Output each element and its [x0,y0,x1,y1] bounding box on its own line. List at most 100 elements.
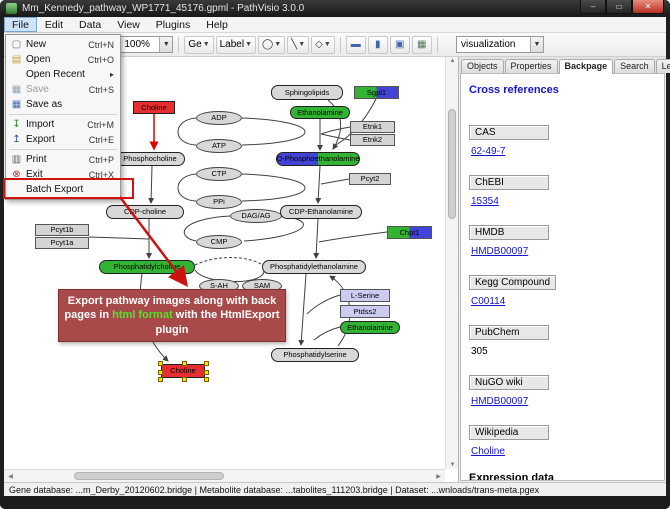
exit-icon: ⊗ [12,169,21,180]
xref-link[interactable]: 15354 [471,196,499,207]
visualization-select[interactable]: visualization ▼ [456,36,544,53]
pathway-node-phosphatidylcholine[interactable]: Phosphatidylcholine [99,260,195,274]
maximize-button[interactable]: ▭ [606,0,632,14]
menu-view[interactable]: View [117,18,140,31]
minimize-button[interactable]: – [580,0,606,14]
xref-header-cas: CAS [469,125,549,140]
menu-data[interactable]: Data [79,18,102,31]
tab-legend[interactable]: Legend [655,59,670,73]
zoom-select[interactable]: 100%▼ [119,36,174,53]
vertical-scroll-thumb[interactable] [448,109,456,219]
pathway-node-etnk1[interactable]: Etnk1 [350,121,395,133]
xref-link[interactable]: Choline [471,446,505,457]
vertical-scrollbar[interactable]: ▲ ▼ [445,57,458,469]
pathway-node-l-serine[interactable]: L-Serine [340,289,390,302]
pathway-node-phosphatidylserine[interactable]: Phosphatidylserine [271,348,359,362]
menu-item-label: Open Recent [26,69,85,80]
toolbar-separator [436,36,438,53]
stack-button[interactable]: ▣ [389,35,410,54]
zoom-value: 100% [124,39,150,50]
scroll-right-icon[interactable]: ▶ [436,474,441,480]
line-tool-button[interactable]: ╲▼ [287,35,310,54]
menu-file[interactable]: File [4,17,37,32]
pathway-node-o-phosphoethanolamine[interactable]: O-Phosphoethanolamine [276,152,360,166]
selection-handle[interactable] [204,370,209,375]
pathway-node-cmp[interactable]: CMP [196,235,242,249]
selection-handle[interactable] [182,361,187,366]
close-button[interactable]: ✕ [632,0,664,14]
pathway-node-ethanolamine-bottom[interactable]: Ethanolamine [340,321,400,334]
menu-item-label: Import [26,119,55,130]
pathway-node-chpt1[interactable]: Chpt1 [387,226,432,239]
pathway-node-cdp-ethanolamine[interactable]: CDP-Ethanolamine [280,205,362,219]
menu-item-shortcut: Ctrl+X [88,169,114,180]
selection-handle[interactable] [158,377,163,382]
pathway-node-atp[interactable]: ATP [196,139,242,153]
xref-link[interactable]: HMDB00097 [471,246,529,257]
menu-plugins[interactable]: Plugins [155,18,191,31]
selection-handle[interactable] [204,377,209,382]
file-menu-item-open-recent[interactable]: Open Recent▸ [6,67,120,82]
scroll-up-icon[interactable]: ▲ [449,58,456,64]
pathway-node-pcyt1b[interactable]: Pcyt1b [35,224,89,236]
horizontal-scrollbar[interactable]: ◀ ▶ [4,469,445,482]
horizontal-scroll-thumb[interactable] [74,472,224,480]
selection-handle[interactable] [204,361,209,366]
pathway-node-adp[interactable]: ADP [196,111,242,125]
selection-handle[interactable] [182,377,187,382]
xref-link[interactable]: HMDB00097 [471,396,529,407]
menu-item-shortcut: Ctrl+S [88,84,114,95]
file-menu-item-batch-export[interactable]: Batch Export [6,182,120,197]
tab-properties[interactable]: Properties [504,59,558,73]
label-tool-icon: Label [219,39,245,50]
pathway-node-cdp-choline[interactable]: CDP-choline [106,205,184,219]
pathway-node-etnk2[interactable]: Etnk2 [350,134,395,146]
pathway-node-choline-bottom[interactable]: Choline [161,364,205,378]
pathway-node-phosphocholine[interactable]: Phosphocholine [115,152,185,166]
align-vertical-button[interactable]: ▮ [367,35,388,54]
pathway-node-sgpl1[interactable]: Sgpl1 [354,86,399,99]
scroll-down-icon[interactable]: ▼ [449,462,456,468]
pathway-node-ppi[interactable]: PPi [196,195,242,209]
export-icon: ↥ [12,134,21,145]
menu-help[interactable]: Help [206,18,228,31]
selection-handle[interactable] [158,370,163,375]
data-table-button[interactable]: ▦ [411,35,432,54]
scroll-left-icon[interactable]: ◀ [8,474,13,480]
pathway-node-ctp[interactable]: CTP [196,167,242,181]
chevron-down-icon: ▼ [274,41,282,48]
pathway-node-dag[interactable]: DAG/AG [230,209,282,223]
pathway-node-pcyt2[interactable]: Pcyt2 [349,173,391,185]
xref-link[interactable]: 62-49-7 [471,146,506,157]
chevron-down-icon: ▼ [298,41,306,48]
new-icon: ▢ [11,39,22,50]
align-horizontal-button[interactable]: ▬ [345,35,366,54]
gene-product-tool-button[interactable]: Ge▼ [184,35,214,54]
pathway-node-phosphatidylethanolamine[interactable]: Phosphatidylethanolamine [262,260,366,274]
connector-tool-button[interactable]: ◇▼ [311,35,335,54]
pathway-node-ethanolamine-top[interactable]: Ethanolamine [290,106,350,119]
menu-edit[interactable]: Edit [44,18,64,31]
pathway-node-sphingolipids[interactable]: Sphingolipids [271,85,343,100]
selection-handle[interactable] [158,361,163,366]
tab-objects[interactable]: Objects [461,59,504,73]
xref-link[interactable]: C00114 [471,296,506,307]
pathway-node-choline-top[interactable]: Choline [133,101,175,114]
tab-search[interactable]: Search [614,59,655,73]
file-menu-item-save-as[interactable]: ▦Save as [6,97,120,112]
pathway-node-ptdss2[interactable]: Ptdss2 [340,305,390,318]
data-table-icon: ▦ [417,39,427,50]
shape-tool-button[interactable]: ◯▼ [258,35,286,54]
label-tool-button[interactable]: Label▼ [215,35,257,54]
tab-backpage[interactable]: Backpage [558,59,614,74]
pathway-node-pcyt1a[interactable]: Pcyt1a [35,237,89,249]
